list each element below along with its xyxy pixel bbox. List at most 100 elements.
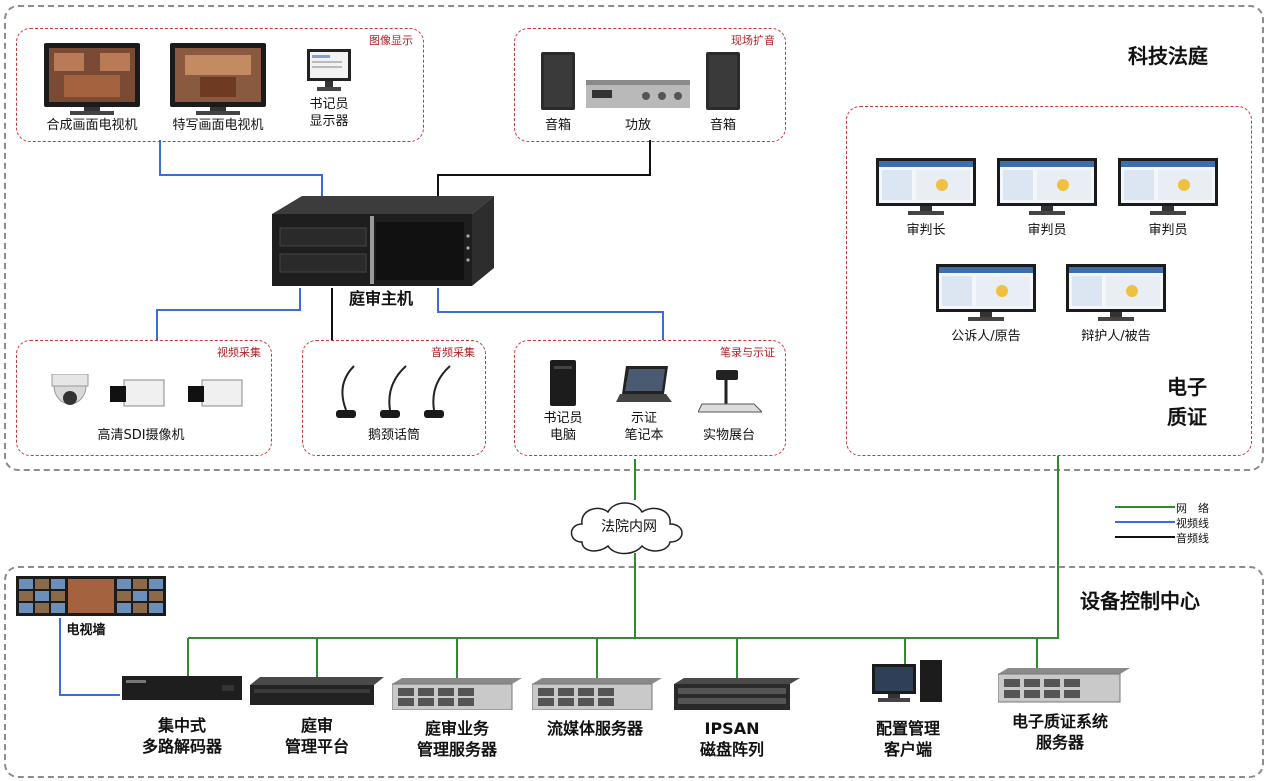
label-evidence-server: 电子质证系统 服务器 [1011,712,1108,752]
server-2u-icon [997,668,1130,703]
speaker-icon [541,52,575,110]
speaker-left [541,52,575,114]
microphone-icon [380,365,407,418]
video-line-notes [437,288,664,340]
mic-3 [418,364,458,424]
label-amplifier: 功放 [624,118,651,133]
terminal-judge-chief [876,158,976,220]
label-speaker-left: 音箱 [544,118,571,133]
mgmt-platform [250,677,384,711]
label-defender: 辩护人/被告 [1081,329,1151,344]
group-title-audio-capture: 音频采集 [431,346,475,359]
legend-video: 视频线 [1176,517,1209,530]
video-line-camera [156,288,301,340]
group-title-live-sound: 现场扩音 [731,34,775,47]
label-judge-chief: 审判长 [906,223,946,238]
label-judge-2: 审判员 [1148,223,1188,238]
amplifier-icon [586,80,690,108]
laptop-icon [616,366,672,402]
label-tv-closeup: 特写画面电视机 [172,118,264,133]
label-judge-1: 审判员 [1027,223,1067,238]
microphone-icon [336,365,356,418]
server-1u-icon [250,677,384,705]
dome-camera-icon [51,373,89,405]
label-intranet: 法院内网 [601,519,657,535]
group-evidence [846,106,1252,456]
microphone-icon [424,365,451,418]
visualizer-icon [697,370,764,413]
terminal-monitor-icon [1066,264,1166,321]
speaker-right [706,52,740,114]
evidence-title-line2: 质证 [1167,405,1207,429]
config-client [872,660,946,708]
label-tv-wall: 电视墙 [66,623,106,638]
label-clerk-pc: 书记员 电脑 [543,411,583,443]
decoder [122,676,242,706]
ipsan [674,678,800,714]
terminal-monitor-icon [1118,158,1218,215]
video-line-tvwall [59,618,120,696]
evidence-title-line1: 电子 [1167,375,1207,399]
label-court-host: 庭审主机 [348,289,413,308]
group-image-display: 图像显示 [16,28,424,142]
monitor-icon [307,49,351,91]
terminal-prosecutor [936,264,1036,326]
biz-server [391,678,522,714]
label-microphone: 鹅颈话筒 [367,428,420,443]
evidence-title: 电子 质证 [1167,372,1207,432]
group-audio-capture: 音频采集 [302,340,486,456]
camera-icon [188,379,243,407]
tv-closeup [170,43,266,119]
mic-1 [330,364,370,424]
decoder-icon [122,676,242,700]
server-2u-icon [391,678,522,711]
label-tv-composite: 合成画面电视机 [46,118,138,133]
media-server [531,678,662,714]
group-video-capture: 视频采集 [16,340,272,456]
court-host [272,196,494,292]
label-biz-server: 庭审业务 管理服务器 [416,719,497,759]
label-media-server: 流媒体服务器 [546,719,643,738]
speaker-icon [706,52,740,110]
disk-array-icon [674,678,800,710]
label-ipsan: IPSAN 磁盘阵列 [699,719,764,759]
clerk-pc [550,360,576,410]
intranet-cloud [564,498,694,560]
label-visualizer: 实物展台 [702,428,755,443]
tv-wall-icon [16,576,166,616]
group-title-video-capture: 视频采集 [217,346,261,359]
clerk-monitor [307,49,351,97]
terminal-judge-1 [997,158,1097,220]
label-speaker-right: 音箱 [709,118,736,133]
terminal-defender [1066,264,1166,326]
terminal-monitor-icon [876,158,976,215]
dome-camera [50,373,90,420]
tv-wall [16,576,166,620]
camera-icon [110,379,165,407]
server-2u-icon [531,678,662,711]
courtroom-title: 科技法庭 [1128,44,1208,68]
box-camera-2 [188,378,244,414]
tv-icon [170,43,266,115]
terminal-monitor-icon [997,158,1097,215]
label-mgmt-platform: 庭审 管理平台 [284,716,349,756]
amplifier [586,80,690,114]
tv-composite [44,43,140,119]
audio-line-sound [437,140,651,198]
desktop-pc-icon [872,660,942,702]
label-camera: 高清SDI摄像机 [97,428,185,443]
label-demo-laptop: 示证 笔记本 [624,411,664,443]
legend-audio: 音频线 [1176,532,1209,545]
label-decoder: 集中式 多路解码器 [141,716,222,756]
video-line-display [159,140,323,198]
mic-2 [374,364,414,424]
group-live-sound: 现场扩音 [514,28,786,142]
legend-network: 网 络 [1176,502,1209,515]
terminal-monitor-icon [936,264,1036,321]
tv-icon [44,43,140,115]
cloud-icon [570,502,683,555]
label-clerk-monitor: 书记员 显示器 [309,97,349,129]
host-icon [272,196,494,286]
evidence-server [997,668,1130,708]
